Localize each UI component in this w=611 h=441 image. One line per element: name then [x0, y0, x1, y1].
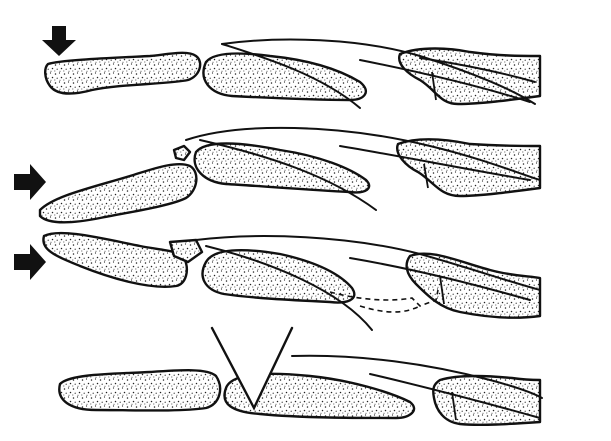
panel-2 [14, 128, 540, 222]
distal-phalanx [45, 53, 200, 94]
proximal-phalanx [433, 376, 540, 425]
avulsion-fragment [174, 146, 190, 160]
downward-arrow-icon [42, 26, 76, 56]
right-arrow-icon [14, 244, 46, 280]
distal-phalanx [40, 164, 196, 222]
middle-phalanx [204, 54, 366, 100]
distal-phalanx [59, 370, 220, 410]
panel-4 [59, 328, 542, 425]
distal-phalanx [43, 233, 186, 287]
middle-phalanx [195, 144, 370, 193]
right-arrow-icon [14, 164, 46, 200]
panel-3 [14, 233, 540, 330]
proximal-phalanx [397, 139, 540, 196]
ruptured-tendon-dashed [360, 306, 420, 312]
panel-1 [42, 26, 540, 108]
